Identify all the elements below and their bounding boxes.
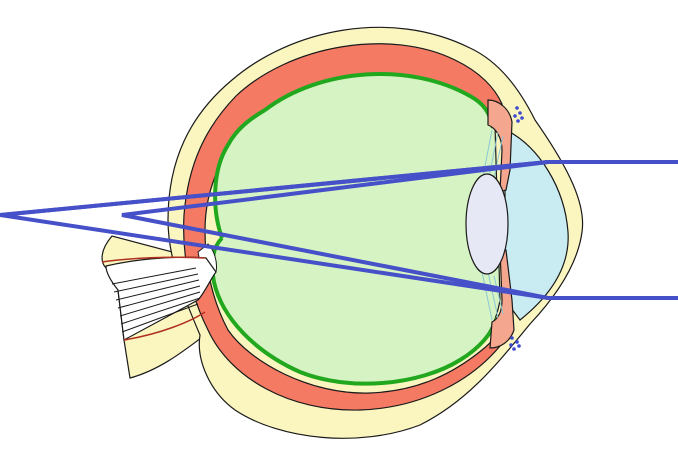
- conjunctiva-dots-upper: [513, 106, 524, 123]
- optic-nerve-fibers: [111, 267, 201, 333]
- optic-nerve-dura: [101, 256, 206, 341]
- retina: [210, 72, 499, 386]
- lens: [465, 173, 509, 275]
- light-ray-crossing: [0, 160, 550, 217]
- conjunctiva-dots-lower: [509, 336, 521, 351]
- cornea: [501, 126, 569, 321]
- light-rays: [0, 160, 678, 300]
- vitreous-body: [211, 73, 501, 385]
